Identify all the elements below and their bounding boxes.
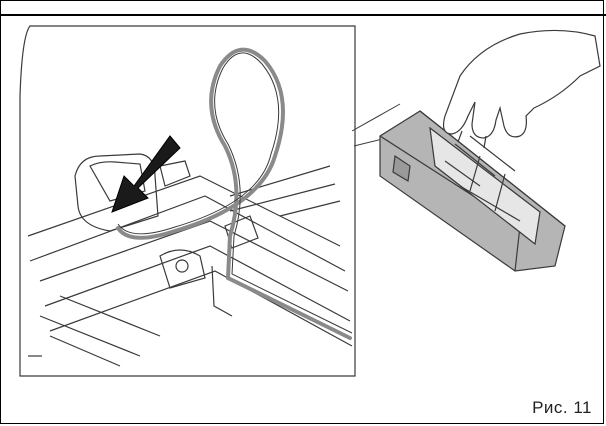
hand-icon bbox=[442, 29, 601, 149]
arrow-icon bbox=[111, 135, 181, 213]
ribbon-cable bbox=[116, 47, 352, 340]
printer-interior-detail bbox=[19, 25, 356, 377]
cartridge-module bbox=[379, 110, 566, 272]
top-rule bbox=[0, 0, 606, 16]
figure-caption: Рис. 11 bbox=[532, 398, 592, 417]
ribbon-cable-outline bbox=[117, 52, 353, 334]
figure-illustration bbox=[19, 25, 601, 377]
